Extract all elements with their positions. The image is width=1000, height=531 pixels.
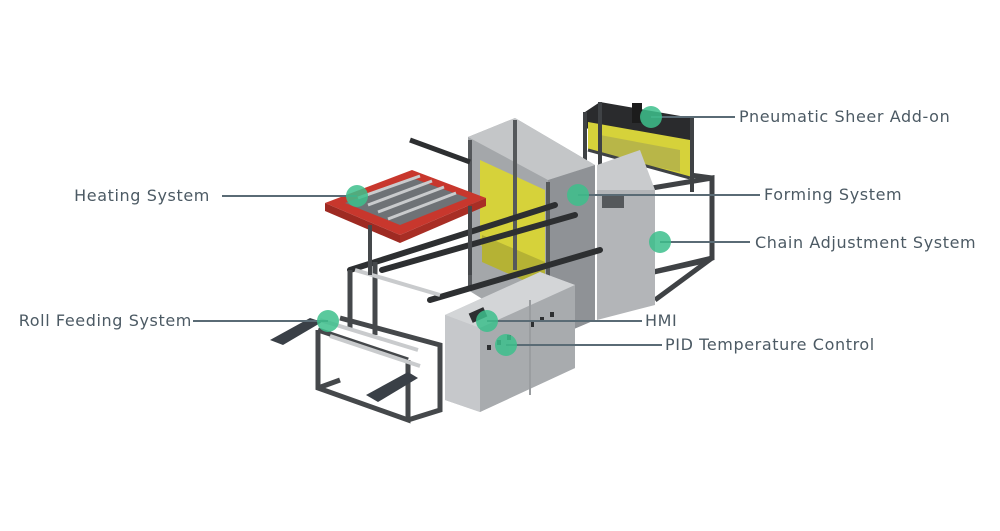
label-hmi: HMI (645, 311, 678, 330)
marker-pid-temperature[interactable] (495, 334, 517, 356)
feed-tray-left (270, 318, 322, 345)
callout-markers (317, 106, 671, 356)
marker-forming-system[interactable] (567, 184, 589, 206)
marker-heating-system[interactable] (346, 185, 368, 207)
label-heating-system: Heating System (74, 186, 210, 205)
chain-rails (347, 202, 603, 303)
marker-hmi[interactable] (476, 310, 498, 332)
heating-frame (325, 137, 486, 275)
label-forming-system: Forming System (764, 185, 903, 204)
pneumatic-sheer-unit (583, 102, 694, 192)
feed-tray-right (366, 372, 418, 402)
leader-lines (193, 116, 760, 346)
label-roll-feeding: Roll Feeding System (18, 311, 192, 330)
label-chain-adjustment: Chain Adjustment System (755, 233, 977, 252)
marker-pneumatic-sheer[interactable] (640, 106, 662, 128)
label-pneumatic-sheer: Pneumatic Sheer Add-on (739, 107, 951, 126)
label-pid-temperature: PID Temperature Control (665, 335, 875, 354)
marker-chain-adjustment[interactable] (649, 231, 671, 253)
marker-roll-feeding[interactable] (317, 310, 339, 332)
